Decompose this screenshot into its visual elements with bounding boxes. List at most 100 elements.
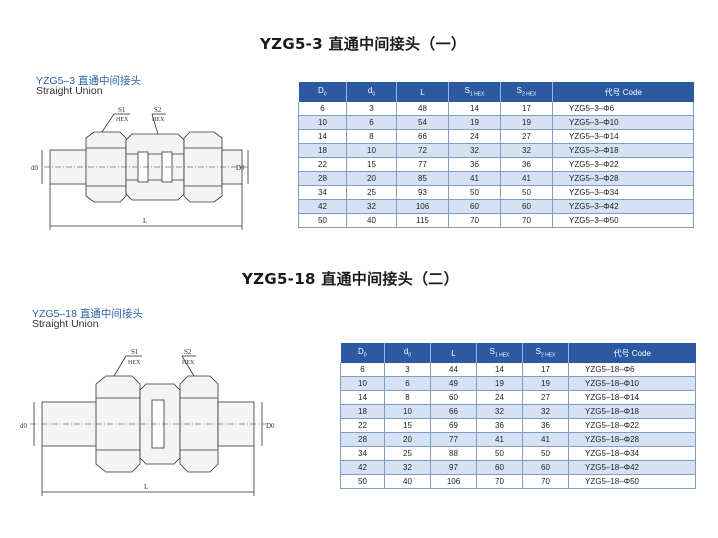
cell-code: YZG5–18–Φ14	[568, 390, 696, 405]
cell-l: 115	[396, 213, 449, 228]
cell-l: 60	[430, 390, 477, 405]
cell-l: 54	[396, 115, 449, 130]
cell-code: YZG5–18–Φ18	[568, 404, 696, 419]
cell-d0: 50	[340, 474, 385, 489]
d0-label: d0	[31, 164, 39, 172]
col-code: 代号 Code	[552, 82, 694, 102]
cell-s1: 50	[448, 185, 501, 200]
cell-code: YZG5–18–Φ28	[568, 432, 696, 447]
cell-d0: 3	[346, 102, 397, 116]
section1-caption-model: YZG5–3 直通中间接头	[36, 75, 142, 87]
cell-d0: 34	[340, 446, 385, 461]
col-S2: S2 HEX	[500, 82, 553, 102]
cell-s2: 17	[522, 363, 569, 377]
cell-s1: 14	[476, 363, 523, 377]
cell-s1: 70	[476, 474, 523, 489]
col-D0: D0	[298, 82, 347, 102]
cell-code: YZG5–18–Φ34	[568, 446, 696, 461]
cell-s1: 41	[476, 432, 523, 447]
cell-d0: 6	[340, 363, 385, 377]
cell-d0: 15	[346, 157, 397, 172]
cell-l: 44	[430, 363, 477, 377]
cell-code: YZG5–3–Φ10	[552, 115, 694, 130]
cell-d0: 6	[346, 115, 397, 130]
cell-d0: 3	[384, 363, 431, 377]
L-label: L	[144, 483, 148, 491]
cell-l: 66	[396, 129, 449, 144]
cell-d0: 40	[346, 213, 397, 228]
col-d0: d0	[346, 82, 397, 102]
cell-d0: 8	[384, 390, 431, 405]
cell-d0: 22	[298, 157, 347, 172]
cell-l: 69	[430, 418, 477, 433]
s2-label: S2	[184, 348, 192, 356]
cell-l: 88	[430, 446, 477, 461]
cell-s2: 27	[522, 390, 569, 405]
cell-l: 49	[430, 376, 477, 391]
cell-code: YZG5–18–Φ10	[568, 376, 696, 391]
cell-s2: 60	[522, 460, 569, 475]
cell-s1: 50	[476, 446, 523, 461]
cell-s1: 24	[448, 129, 501, 144]
col-d0: d0	[384, 343, 431, 363]
cell-l: 106	[396, 199, 449, 214]
section1-title: YZG5-3 直通中间接头（一）	[260, 35, 467, 53]
cell-d0: 40	[384, 474, 431, 489]
cell-d0: 8	[346, 129, 397, 144]
cell-s2: 32	[522, 404, 569, 419]
cell-d0: 18	[340, 404, 385, 419]
D0-label: D0	[236, 164, 245, 172]
col-L: L	[430, 343, 477, 363]
cell-code: YZG5–3–Φ50	[552, 213, 694, 228]
cell-d0: 25	[346, 185, 397, 200]
cell-code: YZG5–18–Φ42	[568, 460, 696, 475]
section2-caption-model: YZG5–18 直通中间接头	[32, 308, 143, 320]
col-L: L	[396, 82, 449, 102]
cell-s1: 60	[448, 199, 501, 214]
hex2-label: HEX	[182, 360, 195, 366]
cell-s2: 41	[500, 171, 553, 186]
cell-l: 77	[430, 432, 477, 447]
cell-s2: 60	[500, 199, 553, 214]
col-S1: S1 HEX	[476, 343, 523, 363]
cell-d0: 25	[384, 446, 431, 461]
cell-s2: 32	[500, 143, 553, 158]
cell-l: 66	[430, 404, 477, 419]
cell-code: YZG5–18–Φ6	[568, 363, 696, 377]
cell-s2: 36	[522, 418, 569, 433]
cell-d0: 18	[298, 143, 347, 158]
col-S2: S2 HEX	[522, 343, 569, 363]
cell-s2: 17	[500, 102, 553, 116]
s2-label: S2	[154, 106, 162, 114]
cell-d0: 15	[384, 418, 431, 433]
cell-code: YZG5–3–Φ22	[552, 157, 694, 172]
cell-s2: 50	[522, 446, 569, 461]
section2-caption-name: Straight Union	[32, 318, 99, 330]
cell-s1: 36	[476, 418, 523, 433]
cell-d0: 14	[298, 129, 347, 144]
cell-s2: 36	[500, 157, 553, 172]
cell-s1: 19	[476, 376, 523, 391]
straight-union-drawing-2: S1 HEX S2 HEX d0 D0 L	[20, 348, 275, 496]
s1-label: S1	[118, 106, 126, 114]
straight-union-drawing-1: S1 HEX S2 HEX d0 D0 L	[31, 106, 250, 230]
cell-d0: 10	[340, 376, 385, 391]
section2-title: YZG5-18 直通中间接头（二）	[242, 270, 459, 288]
cell-l: 93	[396, 185, 449, 200]
d0-label: d0	[20, 422, 28, 430]
